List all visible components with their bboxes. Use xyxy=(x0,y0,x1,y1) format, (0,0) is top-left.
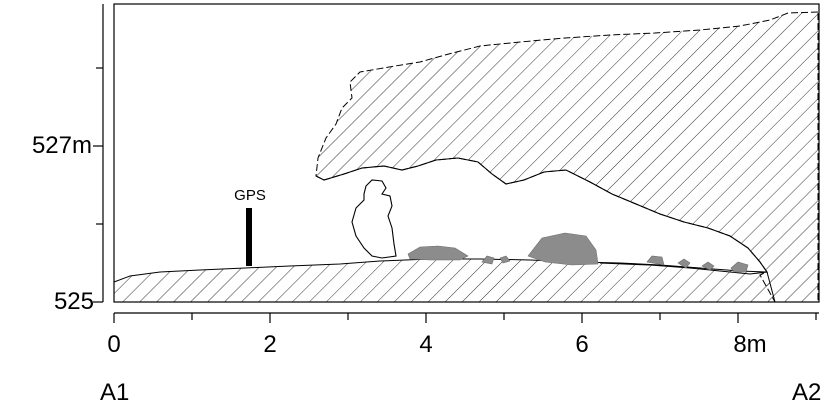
deposit-3 xyxy=(499,255,511,264)
x-label-6: 6 xyxy=(575,331,588,358)
deposit-1 xyxy=(407,245,469,261)
deposit-2 xyxy=(481,255,495,265)
deposit-4 xyxy=(527,232,599,266)
y-label-527: 527m xyxy=(32,132,92,159)
x-axis-ticks xyxy=(113,313,817,323)
deposit-7 xyxy=(701,261,715,271)
human-figure xyxy=(351,179,397,259)
floor-rock xyxy=(113,258,776,303)
y-axis-ticks xyxy=(93,67,103,303)
endpoint-a2: A2 xyxy=(792,379,821,406)
gps-post xyxy=(246,208,252,266)
deposit-5 xyxy=(646,255,665,266)
y-label-525: 525 xyxy=(54,288,94,315)
endpoint-a1: A1 xyxy=(100,379,129,406)
gps-label: GPS xyxy=(234,187,266,204)
sediment-deposits xyxy=(407,232,749,273)
x-label-2: 2 xyxy=(263,331,276,358)
deposit-6 xyxy=(677,258,691,269)
deposit-8 xyxy=(730,261,749,273)
x-label-8m: 8m xyxy=(733,331,766,358)
x-label-0: 0 xyxy=(107,331,120,358)
x-label-4: 4 xyxy=(419,331,432,358)
